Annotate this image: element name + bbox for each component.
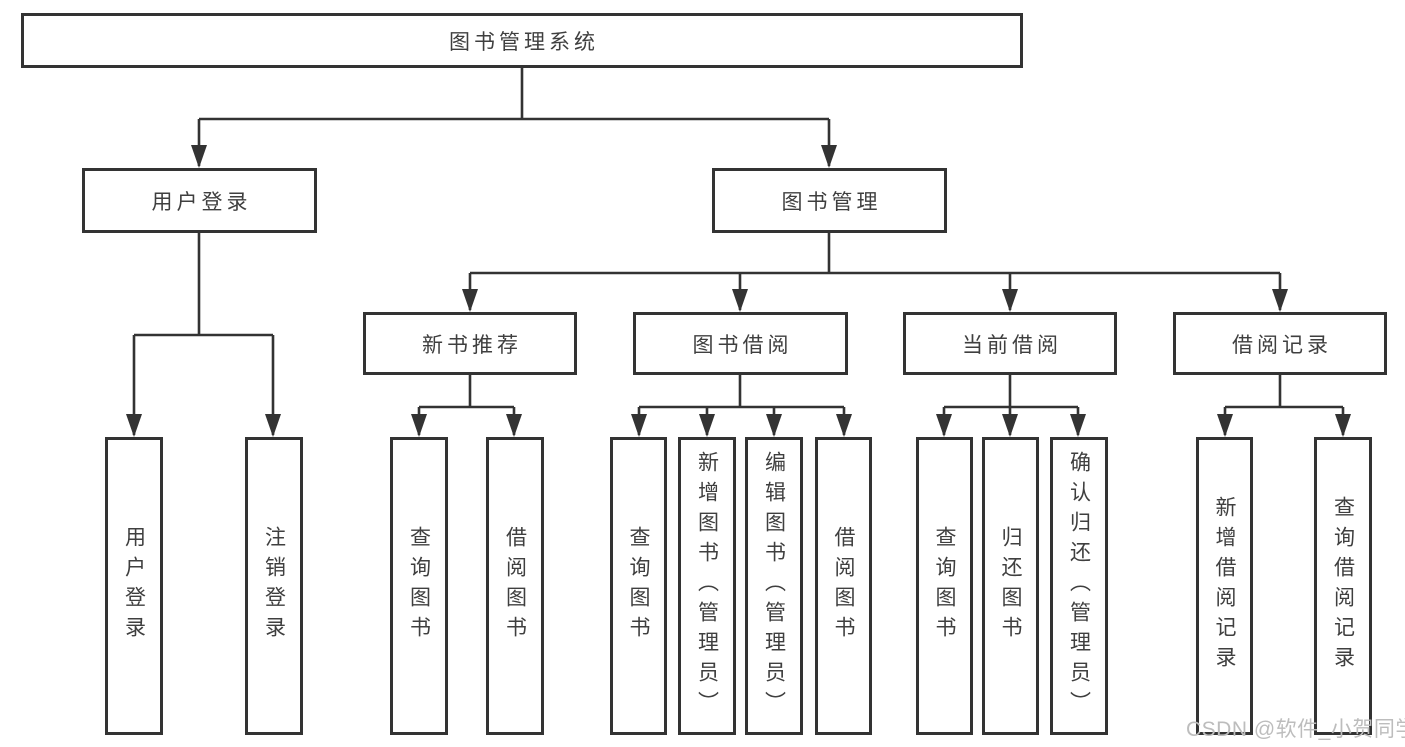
- arrowhead: [1335, 414, 1351, 437]
- arrowhead: [1002, 414, 1018, 437]
- edge-line: [1223, 375, 1345, 435]
- node-leaf-user-login: 用户登录: [105, 437, 163, 735]
- edge-book-borrowing-to-leaves: [631, 375, 852, 437]
- node-leaf-query-books-recommend: 查询图书: [390, 437, 448, 735]
- node-current-borrowing: 当前借阅: [903, 312, 1117, 375]
- node-leaf-borrow-books-borrowing: 借阅图书: [815, 437, 872, 735]
- node-leaf-borrow-books-recommend: 借阅图书: [486, 437, 544, 735]
- edge-line: [132, 233, 275, 435]
- arrowhead: [821, 145, 837, 168]
- arrowhead: [126, 414, 142, 437]
- node-leaf-add-borrow-record: 新增借阅记录: [1196, 437, 1253, 735]
- edge-line: [197, 68, 831, 166]
- arrowhead: [1272, 289, 1288, 312]
- arrowhead: [699, 414, 715, 437]
- arrowhead: [766, 414, 782, 437]
- edge-user-login-to-leaves: [126, 233, 281, 437]
- node-leaf-confirm-return-admin: 确认归还（管理员）: [1050, 437, 1108, 735]
- node-leaf-add-books-admin: 新增图书（管理员）: [678, 437, 736, 735]
- node-leaf-edit-books-admin: 编辑图书（管理员）: [745, 437, 803, 735]
- node-book-management: 图书管理: [712, 168, 947, 233]
- node-borrowing-records: 借阅记录: [1173, 312, 1387, 375]
- edge-borrowing-records-to-leaves: [1217, 375, 1351, 437]
- edge-current-borrowing-to-leaves: [936, 375, 1086, 437]
- arrowhead: [836, 414, 852, 437]
- arrowhead: [462, 289, 478, 312]
- node-leaf-query-books-borrowing: 查询图书: [610, 437, 667, 735]
- node-leaf-logout: 注销登录: [245, 437, 303, 735]
- arrowhead: [1002, 289, 1018, 312]
- arrowhead: [265, 414, 281, 437]
- node-user-login: 用户登录: [82, 168, 317, 233]
- arrowhead: [732, 289, 748, 312]
- arrowhead: [1217, 414, 1233, 437]
- edge-book-management-to-level3: [462, 233, 1288, 312]
- edge-root-to-level2: [191, 68, 837, 168]
- arrowhead: [1070, 414, 1086, 437]
- arrowhead: [411, 414, 427, 437]
- edge-line: [637, 375, 846, 435]
- node-leaf-query-borrow-record: 查询借阅记录: [1314, 437, 1372, 735]
- arrowhead: [631, 414, 647, 437]
- edge-line: [417, 375, 516, 435]
- edge-new-book-recommend-to-leaves: [411, 375, 522, 437]
- node-book-borrowing: 图书借阅: [633, 312, 848, 375]
- edge-line: [468, 233, 1282, 310]
- node-leaf-return-books: 归还图书: [982, 437, 1039, 735]
- node-new-book-recommend: 新书推荐: [363, 312, 577, 375]
- node-leaf-query-books-current: 查询图书: [916, 437, 973, 735]
- arrowhead: [506, 414, 522, 437]
- arrowhead: [936, 414, 952, 437]
- csdn-watermark: CSDN @软件_小贺同学: [1186, 718, 1405, 741]
- node-root-system: 图书管理系统: [21, 13, 1023, 68]
- arrowhead: [191, 145, 207, 168]
